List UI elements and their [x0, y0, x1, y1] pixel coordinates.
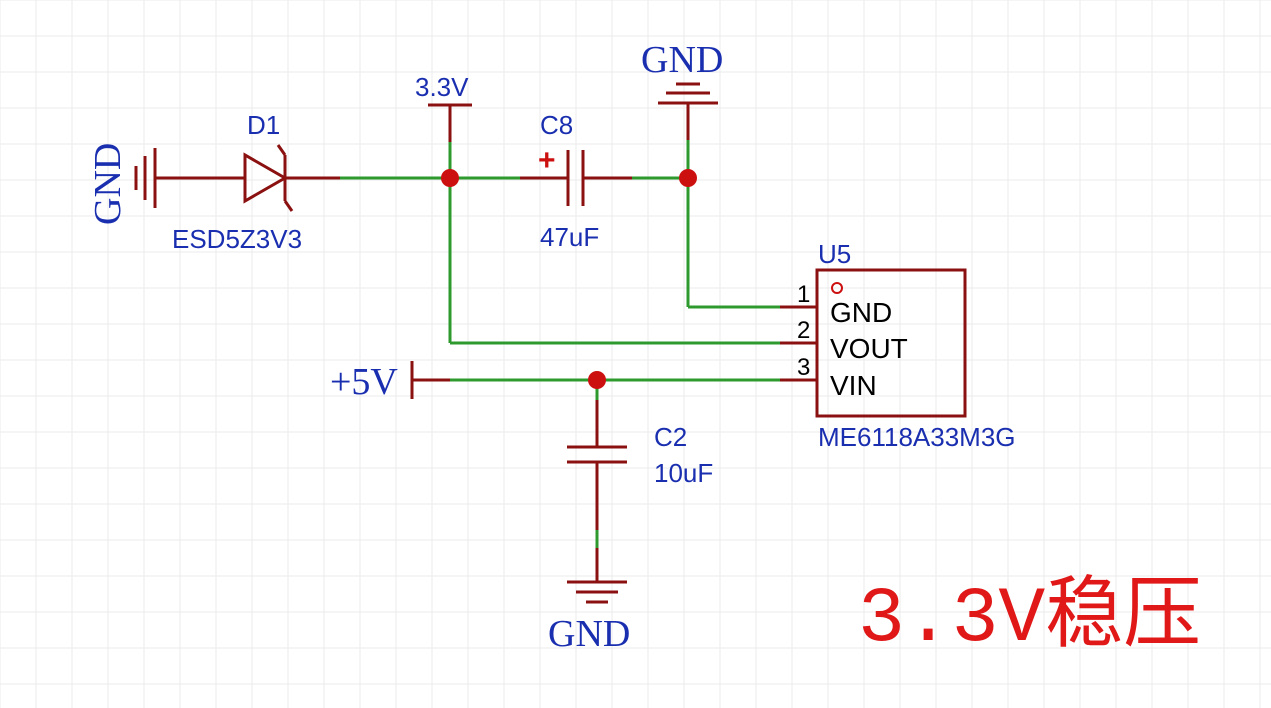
u5-regulator-ic [780, 268, 967, 418]
c8-value: 47uF [540, 222, 599, 252]
gnd-left-label: GND [87, 143, 129, 225]
u5-pin3-name: VIN [830, 370, 877, 401]
schematic-title: 3.3V稳压 [858, 573, 1201, 664]
u5-pin3-number: 3 [797, 354, 810, 381]
v33-label: 3.3V [415, 72, 469, 102]
gnd-bottom-symbol [567, 548, 627, 604]
junction-5v [588, 371, 606, 389]
c2-ref: C2 [654, 422, 687, 452]
c8-ref: C8 [540, 110, 573, 140]
u5-pin2-number: 2 [797, 317, 810, 344]
gnd-bottom-label: GND [548, 613, 630, 655]
gnd-left-symbol [134, 148, 192, 208]
u5-pin2-name: VOUT [830, 333, 908, 364]
c2-capacitor-symbol [567, 400, 627, 530]
u5-ref: U5 [818, 239, 851, 269]
c8-capacitor-symbol [520, 150, 632, 206]
wires [188, 140, 780, 548]
v5-power-symbol [410, 361, 450, 399]
u5-pin1-number: 1 [797, 281, 810, 308]
gnd-top-label: GND [641, 39, 723, 81]
gnd-top-symbol [658, 82, 718, 140]
d1-ref: D1 [247, 110, 280, 140]
junctions [441, 169, 697, 389]
u5-part: ME6118A33M3G [818, 422, 1016, 452]
u5-pin1-name: GND [830, 297, 892, 328]
c8-polarity: + [538, 144, 556, 177]
d1-value: ESD5Z3V3 [172, 224, 302, 254]
junction-gnd [679, 169, 697, 187]
junction-3v3 [441, 169, 459, 187]
d1-diode-symbol [192, 144, 340, 212]
v33-power-symbol [428, 103, 472, 142]
v5-label: +5V [330, 361, 398, 403]
c2-value: 10uF [654, 458, 713, 488]
